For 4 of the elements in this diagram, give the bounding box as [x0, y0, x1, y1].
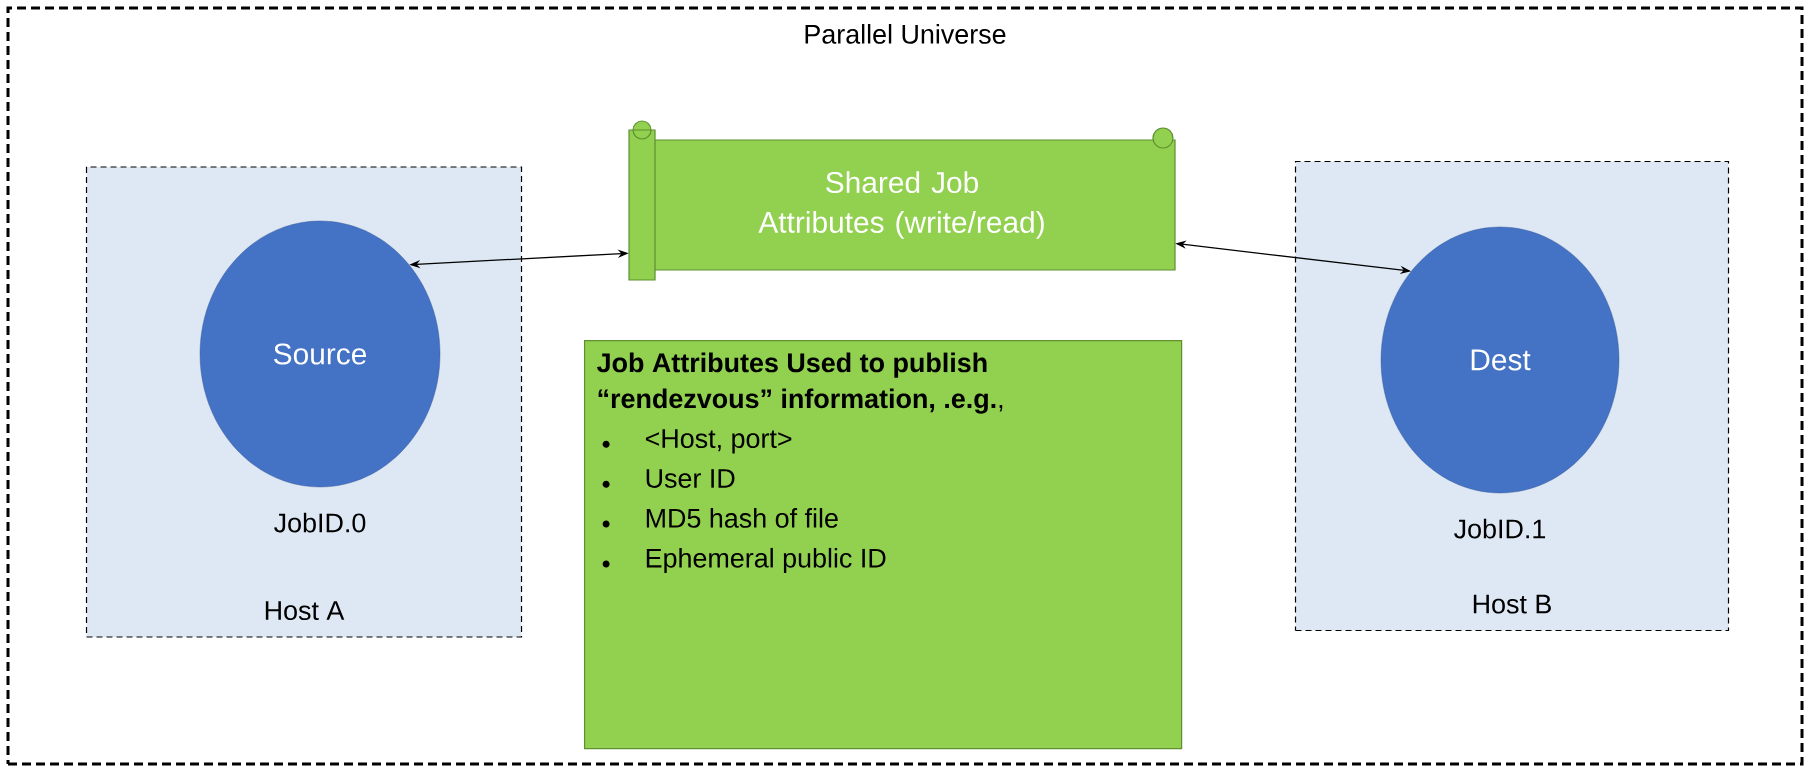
node-label: JobID.0 — [274, 512, 366, 533]
node-label: JobID.1 — [1454, 518, 1546, 539]
info-card: Job Attributes Used to publish “rendezvous” information, .e.g., <Host, port> User ID MD5 hash of file Ephemeral public ID — [584, 340, 1183, 750]
scroll-banner: Shared Job Attributes (write/read) — [628, 120, 1176, 281]
